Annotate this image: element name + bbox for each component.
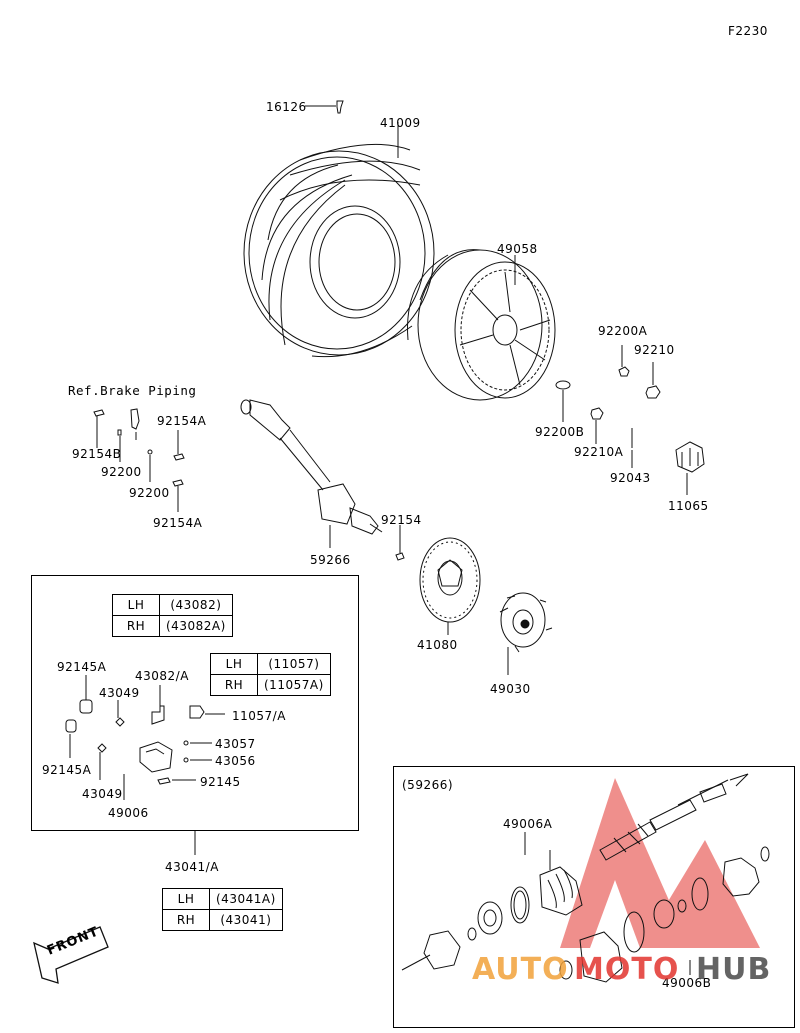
part-label[interactable]: 59266 xyxy=(310,553,351,567)
part-label[interactable]: 92145A xyxy=(57,660,107,674)
part-label[interactable]: 43057 xyxy=(215,737,256,751)
hub-icon xyxy=(499,592,553,653)
caliper-parts-box xyxy=(31,575,359,831)
part-label[interactable]: 43082/A xyxy=(135,669,189,683)
part-label[interactable]: 92200A xyxy=(598,324,648,338)
part-label[interactable]: 11057/A xyxy=(232,709,286,723)
part-label[interactable]: 92200 xyxy=(101,465,142,479)
cv-joint-exploded-icon xyxy=(401,773,770,983)
part-label[interactable]: 49006B xyxy=(662,976,712,990)
ref-brake-piping: Ref.Brake Piping xyxy=(68,383,197,398)
watermark-logo-icon xyxy=(560,778,760,948)
watermark-auto: AUTO xyxy=(472,952,569,987)
part-label[interactable]: 92145 xyxy=(200,775,241,789)
drive-shaft-icon xyxy=(240,399,383,535)
part-cell[interactable]: (11057) xyxy=(257,653,331,675)
part-label[interactable]: 49030 xyxy=(490,682,531,696)
brake-fitting-icon xyxy=(93,408,185,512)
part-label[interactable]: 92145A xyxy=(42,763,92,777)
part-label[interactable]: 92210A xyxy=(574,445,624,459)
nut-icon xyxy=(555,345,661,468)
part-label[interactable]: 43049 xyxy=(99,686,140,700)
table-row: RH (11057A) xyxy=(210,674,331,696)
table-row: LH (43082) xyxy=(112,594,233,616)
table-43041: LH (43041A) RH (43041) xyxy=(162,888,283,931)
part-label[interactable]: 92210 xyxy=(634,343,675,357)
part-label[interactable]: 41009 xyxy=(380,116,421,130)
part-cell[interactable]: (43082) xyxy=(159,594,233,616)
side-cell: LH xyxy=(210,653,258,675)
side-cell: RH xyxy=(162,909,210,931)
side-cell: RH xyxy=(210,674,258,696)
part-label[interactable]: 49006 xyxy=(108,806,149,820)
part-label[interactable]: 92154A xyxy=(157,414,207,428)
side-cell: LH xyxy=(162,888,210,910)
brake-disc-icon xyxy=(419,537,481,623)
part-label[interactable]: 43041/A xyxy=(165,860,219,874)
part-label[interactable]: 92154 xyxy=(381,513,422,527)
part-label[interactable]: 92043 xyxy=(610,471,651,485)
part-label[interactable]: 92200B xyxy=(535,425,585,439)
part-label[interactable]: 49058 xyxy=(497,242,538,256)
part-cell[interactable]: (43041A) xyxy=(209,888,283,910)
figure-code: F2230 xyxy=(728,24,768,38)
wheel-rim-icon xyxy=(407,249,556,401)
valve-icon xyxy=(305,100,344,114)
watermark-moto: MOTO xyxy=(574,952,680,987)
part-label[interactable]: 92154B xyxy=(72,447,122,461)
table-row: LH (11057) xyxy=(210,653,331,675)
watermark-hub: HUB xyxy=(696,952,772,987)
table-11057: LH (11057) RH (11057A) xyxy=(210,653,331,696)
table-row: RH (43041) xyxy=(162,909,283,931)
subassembly-box xyxy=(393,766,795,1028)
table-row: LH (43041A) xyxy=(162,888,283,910)
part-label[interactable]: 11065 xyxy=(668,499,709,513)
part-label[interactable]: 92154A xyxy=(153,516,203,530)
side-cell: LH xyxy=(112,594,160,616)
part-label[interactable]: 92200 xyxy=(129,486,170,500)
table-row: RH (43082A) xyxy=(112,615,233,637)
part-label[interactable]: 43049 xyxy=(82,787,123,801)
part-cell[interactable]: (43041) xyxy=(209,909,283,931)
bolt-icon xyxy=(395,525,405,561)
part-cell[interactable]: (11057A) xyxy=(257,674,331,696)
front-arrow-icon xyxy=(33,926,109,984)
subassembly-ref: (59266) xyxy=(402,778,454,792)
part-cell[interactable]: (43082A) xyxy=(159,615,233,637)
caliper-parts-icon xyxy=(65,675,225,800)
table-43082: LH (43082) RH (43082A) xyxy=(112,594,233,637)
tire-icon xyxy=(243,143,435,358)
part-label[interactable]: 49006A xyxy=(503,817,553,831)
hub-nut-icon xyxy=(675,441,705,495)
part-label[interactable]: 16126 xyxy=(266,100,307,114)
part-label[interactable]: 41080 xyxy=(417,638,458,652)
side-cell: RH xyxy=(112,615,160,637)
part-label[interactable]: 43056 xyxy=(215,754,256,768)
